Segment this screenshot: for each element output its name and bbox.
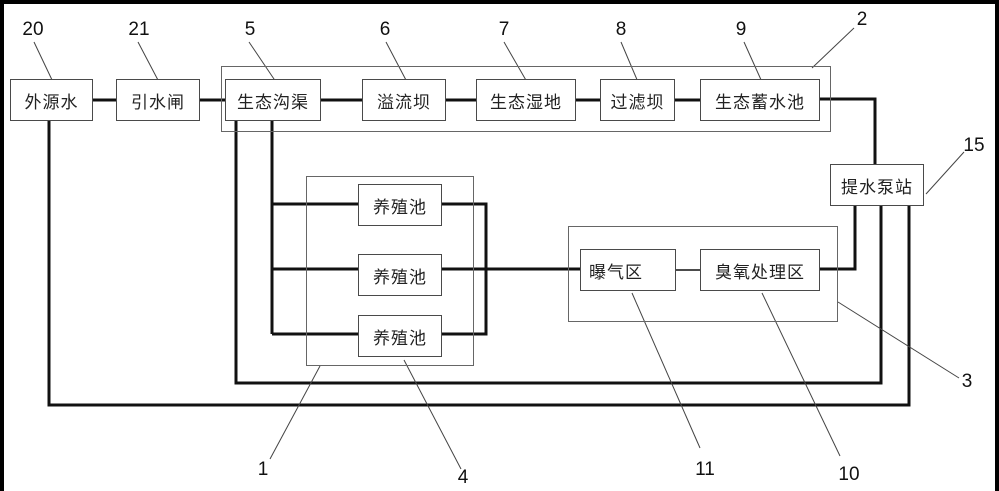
node-label: 过滤坝 [610,92,665,113]
ref-label-2: 2 [856,9,868,30]
node-label: 生态沟渠 [237,92,309,113]
node-label: 引水闸 [131,92,185,113]
node-label: 养殖池 [373,267,427,288]
ref-label-1: 1 [257,459,269,480]
node-label: 养殖池 [373,197,427,218]
leader-line-2 [811,27,855,69]
node-label: 生态湿地 [490,92,562,113]
ref-label-8: 8 [615,19,627,40]
leader-line-6 [385,41,408,83]
node-eco-reservoir: 生态蓄水池 [700,79,820,121]
node-external-water: 外源水 [10,79,93,121]
node-pond-1: 养殖池 [358,184,442,226]
purification-group [221,66,831,132]
leader-line-10 [761,292,841,457]
ref-label-11: 11 [695,459,715,480]
ref-label-10: 10 [838,464,860,485]
ref-label-21: 21 [128,19,150,40]
ref-label-5: 5 [244,19,256,40]
node-filter-dam: 过滤坝 [600,79,675,121]
leader-line-9 [743,41,763,83]
node-ozone-zone: 臭氧处理区 [700,249,820,291]
node-label: 外源水 [24,92,79,113]
connections-layer [33,27,965,470]
node-overflow-dam: 溢流坝 [362,79,446,121]
ref-label-6: 6 [379,19,391,40]
node-label: 溢流坝 [377,92,431,113]
treatment-group [568,226,838,322]
flow-line-pump-to-source [47,118,911,407]
leader-line-7 [503,41,528,83]
leader-line-21 [137,41,160,83]
ref-label-9: 9 [735,19,747,40]
leader-line-15 [925,151,965,195]
leader-line-11 [631,292,701,449]
node-label: 生态蓄水池 [715,92,805,113]
flow-line-ozone-to-pump [818,204,857,271]
flow-line-pump-to-ditch [234,118,883,385]
node-label: 曝气区 [589,262,643,283]
node-label: 养殖池 [373,328,427,349]
node-pond-3: 养殖池 [358,315,442,357]
node-eco-ditch: 生态沟渠 [225,79,321,121]
node-label: 臭氧处理区 [715,262,805,283]
node-pond-2: 养殖池 [358,254,442,296]
node-intake-gate: 引水闸 [116,79,200,121]
leader-line-8 [620,41,639,83]
leader-line-1 [269,365,321,460]
ref-label-7: 7 [498,19,510,40]
ref-label-15: 15 [963,135,985,156]
leader-line-5 [248,41,277,83]
node-label: 提水泵站 [841,177,913,198]
node-pump-station: 提水泵站 [830,164,924,206]
leader-line-4 [403,359,462,470]
ref-label-4: 4 [457,467,469,488]
flow-line-reservoir-to-pump [818,97,877,164]
leader-line-20 [33,41,54,83]
node-aeration-zone: 曝气区 [580,249,676,291]
ref-label-20: 20 [22,19,44,40]
node-eco-wetland: 生态湿地 [476,79,576,121]
leader-line-3 [837,301,960,379]
ref-label-3: 3 [961,371,973,392]
diagram-canvas: 外源水 引水闸 生态沟渠 溢流坝 生态湿地 过滤坝 生态蓄水池 提水泵站 养殖池… [4,4,995,491]
aquaculture-group [306,176,474,366]
